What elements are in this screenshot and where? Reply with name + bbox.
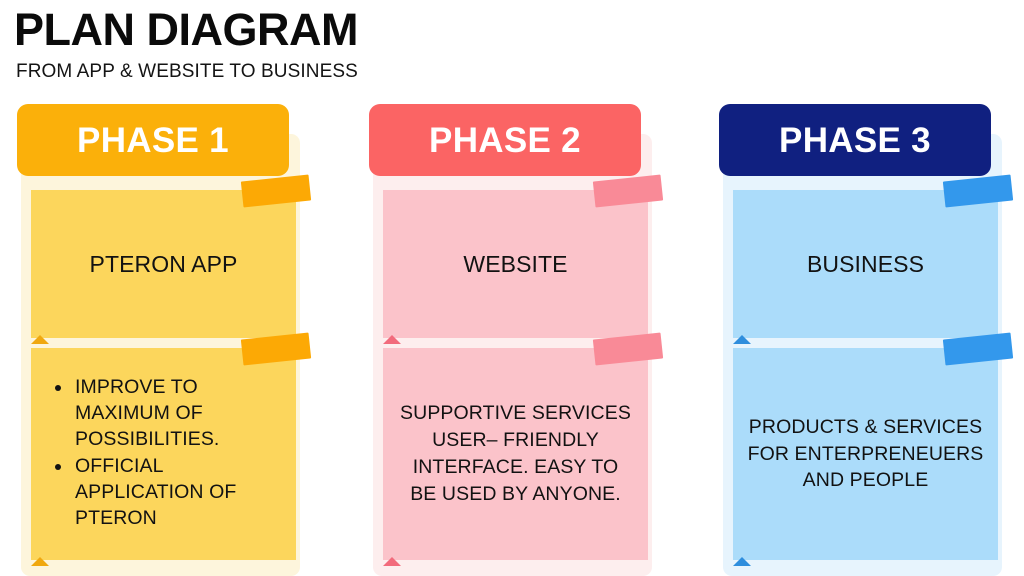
tape-strip-icon bbox=[240, 332, 312, 366]
corner-fold-icon bbox=[31, 557, 49, 566]
list-item: OFFICIAL APPLICATION OF PTERON bbox=[73, 454, 282, 532]
corner-fold-icon bbox=[733, 557, 751, 566]
tape-strip-icon bbox=[592, 174, 664, 208]
phase-1-bullet-list-wrap: IMPROVE TO MAXIMUM OF POSSIBILITIES. OFF… bbox=[45, 375, 282, 533]
corner-fold-icon bbox=[31, 335, 49, 344]
page-header: PLAN DIAGRAM FROM APP & WEBSITE TO BUSIN… bbox=[14, 6, 1004, 83]
phase-3-top-note-card[interactable]: BUSINESS bbox=[733, 174, 1014, 344]
tape-strip-icon bbox=[240, 174, 312, 208]
tape-strip-icon bbox=[942, 174, 1014, 208]
page-title: PLAN DIAGRAM bbox=[14, 4, 358, 55]
phase-column-2: PHASE 2 WEBSITE SUPPORTIVE SERVICES USER… bbox=[369, 104, 664, 576]
tape-strip-icon bbox=[592, 332, 664, 366]
phase-1-top-note-text: PTERON APP bbox=[89, 250, 238, 277]
corner-fold-icon bbox=[733, 335, 751, 344]
phase-1-top-note-card[interactable]: PTERON APP bbox=[31, 174, 312, 344]
phase-header-1[interactable]: PHASE 1 bbox=[17, 104, 289, 176]
phase-header-label-2: PHASE 2 bbox=[429, 120, 581, 160]
phase-3-bottom-note-text: PRODUCTS & SERVICES FOR ENTERPRENEUERS A… bbox=[747, 415, 984, 492]
phase-header-label-3: PHASE 3 bbox=[779, 120, 931, 160]
phase-2-bottom-note-card[interactable]: SUPPORTIVE SERVICES USER– FRIENDLY INTER… bbox=[383, 332, 664, 566]
list-item: IMPROVE TO MAXIMUM OF POSSIBILITIES. bbox=[73, 375, 282, 453]
phase-header-label-1: PHASE 1 bbox=[77, 120, 229, 160]
phase-2-bottom-note-text: SUPPORTIVE SERVICES USER– FRIENDLY INTER… bbox=[400, 402, 631, 505]
phase-column-3: PHASE 3 BUSINESS PRODUCTS & SERVICES FOR… bbox=[719, 104, 1014, 576]
page-subtitle: FROM APP & WEBSITE TO BUSINESS bbox=[16, 60, 358, 82]
phase-3-top-note-text: BUSINESS bbox=[806, 250, 925, 277]
phase-2-top-note-text: WEBSITE bbox=[463, 250, 568, 277]
phase-column-1: PHASE 1 PTERON APP IMPROVE TO MAXIMUM OF… bbox=[17, 104, 312, 576]
phase-2-top-note-card[interactable]: WEBSITE bbox=[383, 174, 664, 344]
corner-fold-icon bbox=[383, 557, 401, 566]
corner-fold-icon bbox=[383, 335, 401, 344]
tape-strip-icon bbox=[942, 332, 1014, 366]
phase-3-bottom-note-card[interactable]: PRODUCTS & SERVICES FOR ENTERPRENEUERS A… bbox=[733, 332, 1014, 566]
phase-1-bullet-list: IMPROVE TO MAXIMUM OF POSSIBILITIES. OFF… bbox=[45, 375, 282, 533]
phase-header-2[interactable]: PHASE 2 bbox=[369, 104, 641, 176]
phase-header-3[interactable]: PHASE 3 bbox=[719, 104, 991, 176]
phase-1-bottom-note-card[interactable]: IMPROVE TO MAXIMUM OF POSSIBILITIES. OFF… bbox=[31, 332, 312, 566]
phase-columns-container: PHASE 1 PTERON APP IMPROVE TO MAXIMUM OF… bbox=[0, 104, 1024, 576]
